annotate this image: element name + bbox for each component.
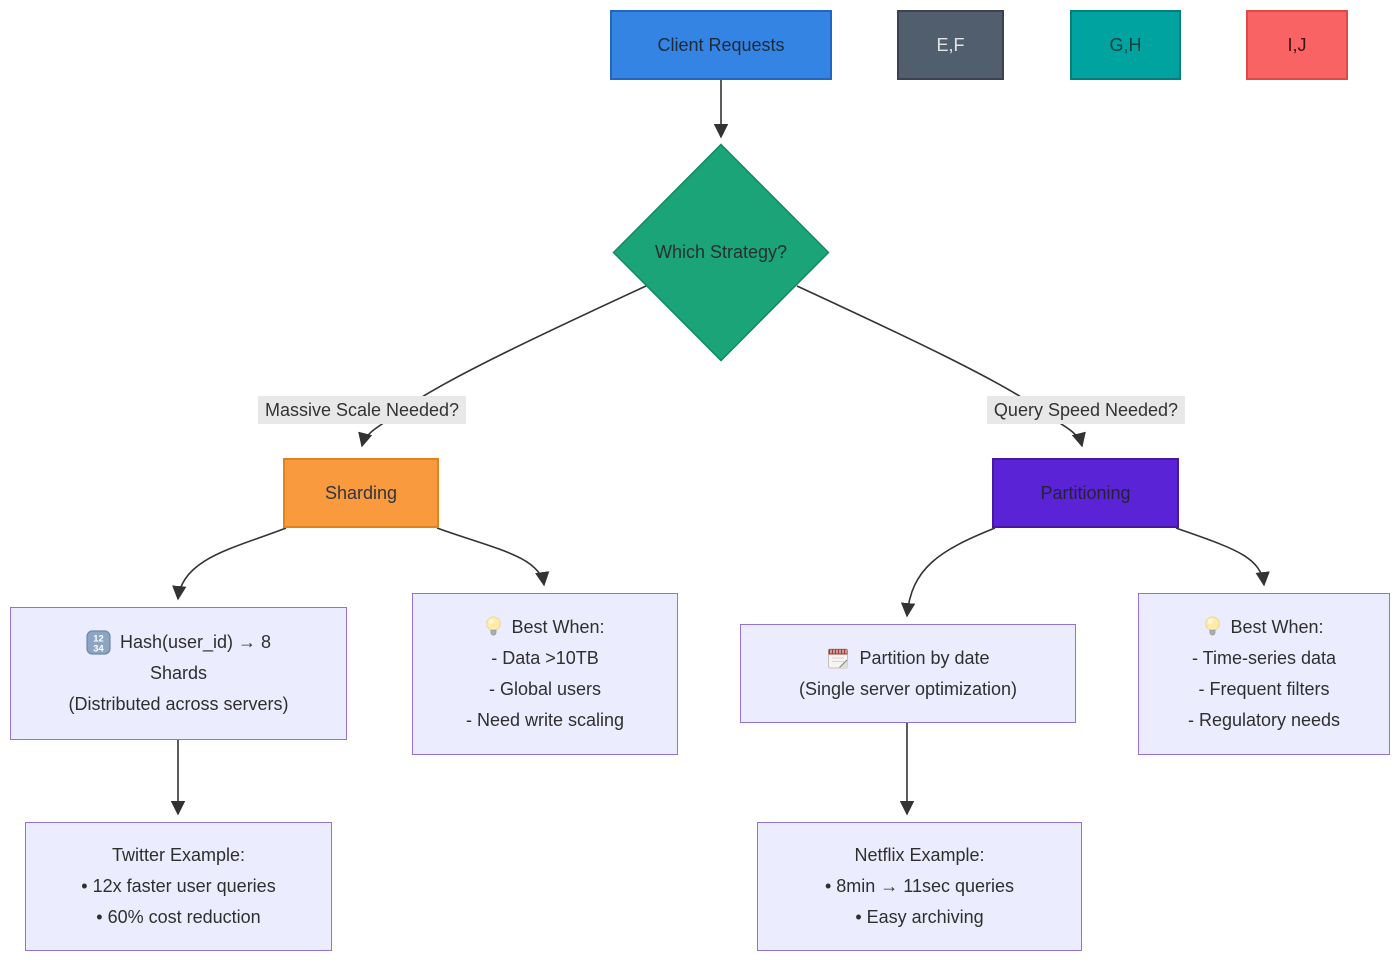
node-sharding: Sharding <box>283 458 439 528</box>
node-ij: I,J <box>1246 10 1348 80</box>
node-label: Sharding <box>324 482 398 503</box>
calendar-icon <box>826 646 850 670</box>
numbers-icon: 12 34 <box>86 630 111 655</box>
bulb-icon <box>1204 616 1221 639</box>
edge-label-query-speed: Query Speed Needed? <box>986 396 1186 424</box>
node-text: - Global users <box>488 679 602 699</box>
node-text: (Distributed across servers) <box>68 694 289 714</box>
node-client-requests: Client Requests <box>610 10 832 80</box>
node-text: • 8min → 11sec queries <box>824 876 1015 896</box>
bulb-icon <box>485 616 502 639</box>
node-label: Partitioning <box>1040 482 1131 503</box>
node-text: • 12x faster user queries <box>81 876 276 896</box>
node-text: Best When: <box>1230 617 1324 637</box>
edge-partitioning-to-partdate <box>900 527 996 618</box>
node-label: Client Requests <box>657 34 785 55</box>
node-netflix-example: Netflix Example: • 8min → 11sec queries … <box>757 822 1082 951</box>
node-best-when-sharding: Best When: - Data >10TB - Global users -… <box>412 593 678 755</box>
node-text: Netflix Example: <box>854 845 985 865</box>
edge-partitioning-to-bestwhen <box>1175 527 1270 587</box>
edge-sharding-to-bestwhen <box>436 527 550 587</box>
node-text: Partition by date <box>859 647 990 668</box>
node-text: Hash(user_id) → 8 <box>119 632 272 652</box>
node-label: Which Strategy? <box>654 242 788 262</box>
node-decision-diamond: Which Strategy? <box>612 143 830 362</box>
node-text: - Time-series data <box>1191 648 1337 668</box>
node-twitter-example: Twitter Example: • 12x faster user queri… <box>25 822 332 951</box>
node-label: E,F <box>936 34 965 55</box>
node-text: (Single server optimization) <box>798 678 1018 699</box>
node-best-when-partitioning: Best When: - Time-series data - Frequent… <box>1138 593 1390 755</box>
node-text: - Frequent filters <box>1198 679 1330 699</box>
node-hash-shards: 12 34 Hash(user_id) → 8 Shards (Distribu… <box>10 607 347 740</box>
node-text: • 60% cost reduction <box>96 907 261 927</box>
diamond-shape <box>612 143 830 362</box>
node-label: I,J <box>1287 34 1307 55</box>
node-text: - Data >10TB <box>491 648 599 668</box>
svg-text:34: 34 <box>93 643 104 653</box>
node-text: Shards <box>149 663 208 683</box>
node-text: - Regulatory needs <box>1187 710 1341 730</box>
node-text: • Easy archiving <box>855 907 984 927</box>
edge-sharding-to-hash <box>172 527 287 601</box>
node-partition-by-date: Partition by date (Single server optimiz… <box>740 624 1076 723</box>
node-text: Twitter Example: <box>111 845 246 865</box>
edge-decision-to-partitioning <box>796 285 1086 448</box>
node-label: G,H <box>1109 34 1142 55</box>
svg-text:12: 12 <box>93 633 103 643</box>
node-partitioning: Partitioning <box>992 458 1179 528</box>
node-ef: E,F <box>897 10 1004 80</box>
edge-decision-to-sharding <box>358 285 647 448</box>
edge-label-massive-scale: Massive Scale Needed? <box>257 396 467 424</box>
node-text: Best When: <box>511 617 605 637</box>
node-text: - Need write scaling <box>465 710 625 730</box>
node-gh: G,H <box>1070 10 1181 80</box>
